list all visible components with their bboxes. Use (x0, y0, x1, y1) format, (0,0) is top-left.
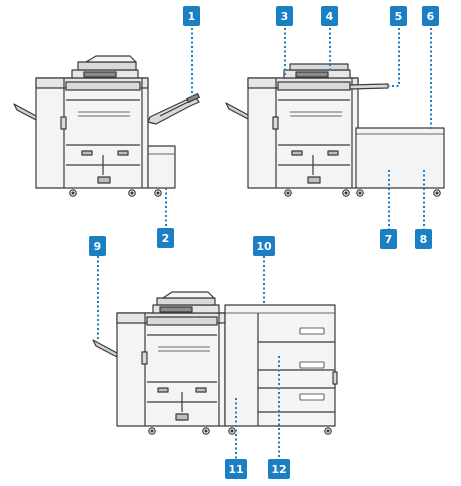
callout-6: 6 (422, 6, 439, 26)
callout-12-label: 12 (271, 463, 286, 476)
leader-line-5 (386, 28, 400, 87)
callout-11-label: 11 (228, 463, 243, 476)
callout-6-label: 6 (427, 10, 435, 23)
callout-11: 11 (225, 459, 247, 479)
callout-7-label: 7 (385, 233, 393, 246)
callout-5: 5 (390, 6, 407, 26)
callout-2-label: 2 (162, 232, 170, 245)
callout-10-label: 10 (256, 240, 272, 253)
machine-config-b (225, 63, 445, 197)
callout-7: 7 (380, 229, 397, 249)
machine-config-a (13, 55, 200, 197)
callout-12: 12 (268, 459, 290, 479)
output-tray (92, 339, 118, 358)
callout-3: 3 (276, 6, 293, 26)
callout-9: 9 (89, 236, 106, 256)
callout-3-label: 3 (281, 10, 289, 23)
manual-feed-tray (147, 97, 200, 125)
large-capacity-deck (355, 127, 445, 189)
main-unit (247, 77, 359, 189)
callout-8: 8 (415, 229, 432, 249)
machine-config-c (92, 291, 338, 435)
main-unit (116, 312, 226, 427)
extension-tray (349, 83, 389, 90)
callout-5-label: 5 (395, 10, 403, 23)
callout-9-label: 9 (94, 240, 102, 253)
callout-1-label: 1 (188, 10, 196, 23)
callout-4: 4 (321, 6, 338, 26)
callout-10: 10 (253, 236, 275, 256)
callout-2: 2 (157, 228, 174, 248)
output-tray (13, 103, 39, 122)
side-paper-deck (147, 145, 176, 189)
output-tray (225, 102, 251, 121)
callout-1: 1 (183, 6, 200, 26)
main-unit (35, 77, 149, 189)
leader-lines (97, 28, 432, 459)
callout-8-label: 8 (420, 233, 428, 246)
callout-4-label: 4 (326, 10, 334, 23)
